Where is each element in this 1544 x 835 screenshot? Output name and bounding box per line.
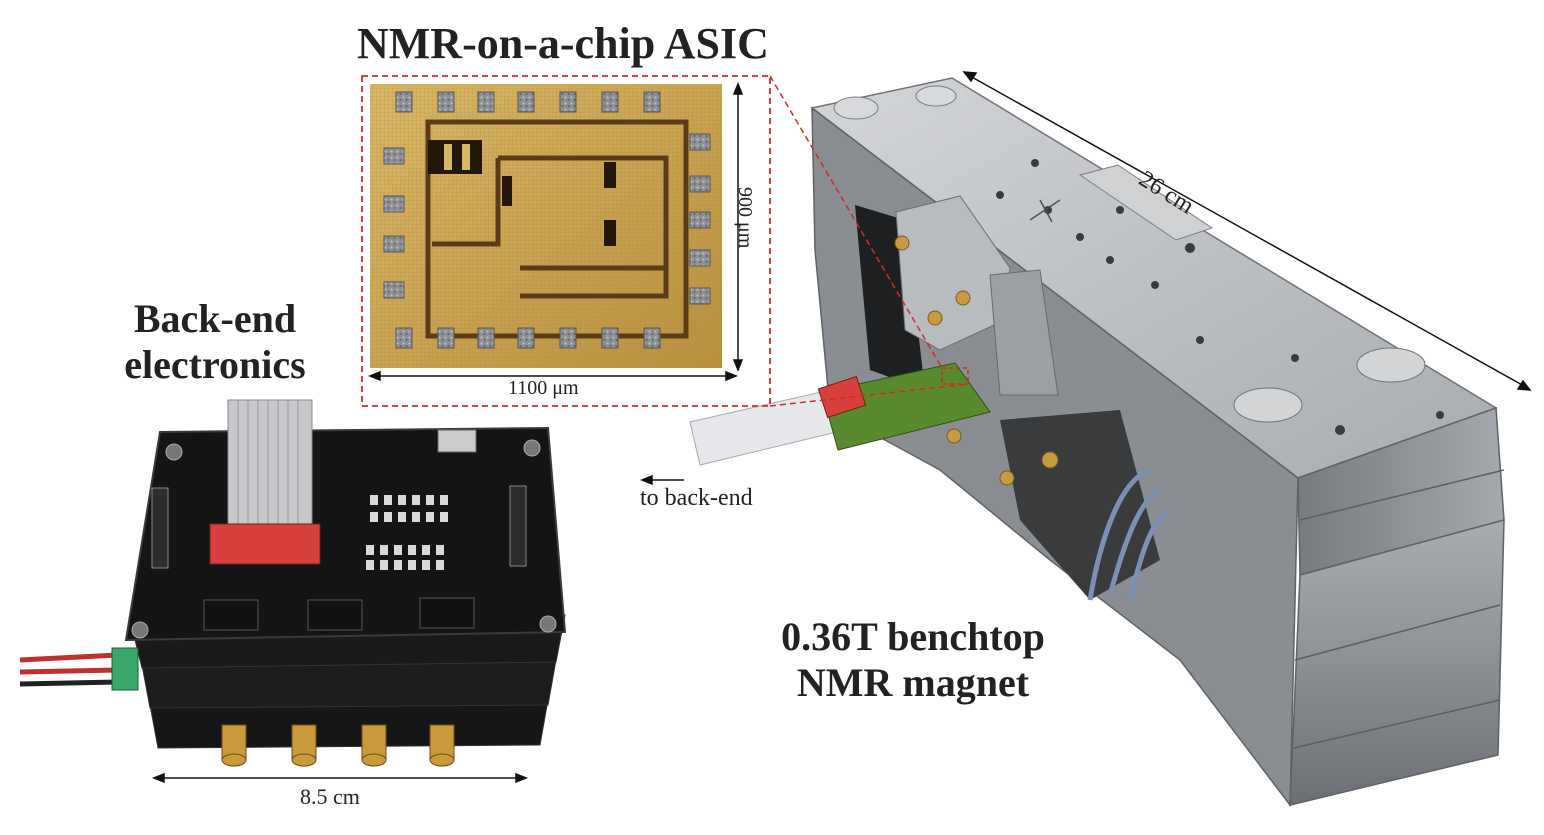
magnet-title-line2: NMR magnet	[796, 660, 1030, 705]
magnet-length-arrow	[962, 71, 1532, 391]
ribbon-cable	[689, 389, 846, 466]
probe-connector	[817, 375, 867, 419]
magnet-title-line1: 0.36T benchtop	[781, 614, 1045, 659]
probe-cables	[1087, 467, 1172, 601]
magnet-front-face-bottom	[1289, 519, 1505, 806]
zoom-line-top	[769, 75, 943, 369]
backend-title-line1: Back-end	[133, 296, 297, 341]
backend-title-line2: electronics	[124, 342, 306, 387]
magnet-inner-shim	[989, 269, 1059, 396]
zoom-line-bottom	[769, 383, 969, 407]
board-width-arrow	[151, 772, 529, 784]
chip-width-arrow	[367, 370, 739, 382]
sma-connectors	[221, 724, 455, 767]
backend-ribbon-cable	[227, 399, 313, 531]
magnet-title: 0.36T benchtop NMR magnet	[763, 614, 1063, 706]
backend-ribbon-connector	[209, 523, 321, 565]
pin-headers	[203, 597, 475, 631]
ic-footprints	[366, 495, 448, 570]
nmr-magnet-photo	[810, 77, 1505, 808]
bolt-heads	[833, 85, 1426, 423]
chip-height-arrow	[732, 81, 744, 373]
usb-port	[437, 429, 477, 453]
asic-inset	[361, 75, 969, 407]
zoom-box	[361, 75, 771, 407]
chip-width-label: 1100 μm	[508, 377, 579, 399]
top-holes	[996, 159, 1444, 435]
magnet-lower-cavity	[1000, 410, 1160, 600]
power-terminal	[111, 647, 139, 691]
board-width-label: 8.5 cm	[300, 784, 360, 809]
chip-dark-block	[428, 140, 482, 174]
asic-title: NMR-on-a-chip ASIC	[357, 19, 769, 68]
brass-screws	[894, 235, 1059, 486]
to-backend-arrow	[639, 474, 684, 486]
chip-routing	[425, 119, 689, 339]
power-wires	[19, 652, 119, 675]
backend-board-photo	[19, 399, 567, 784]
to-backend-label: to back-end	[640, 485, 753, 511]
chip-height-label: 900 μm	[734, 187, 756, 249]
backend-title: Back-end electronics	[112, 296, 318, 388]
probe-pcb	[821, 362, 991, 451]
magnet-top-rail	[1078, 164, 1214, 241]
bond-pads	[383, 91, 711, 349]
probe-board	[689, 362, 991, 466]
